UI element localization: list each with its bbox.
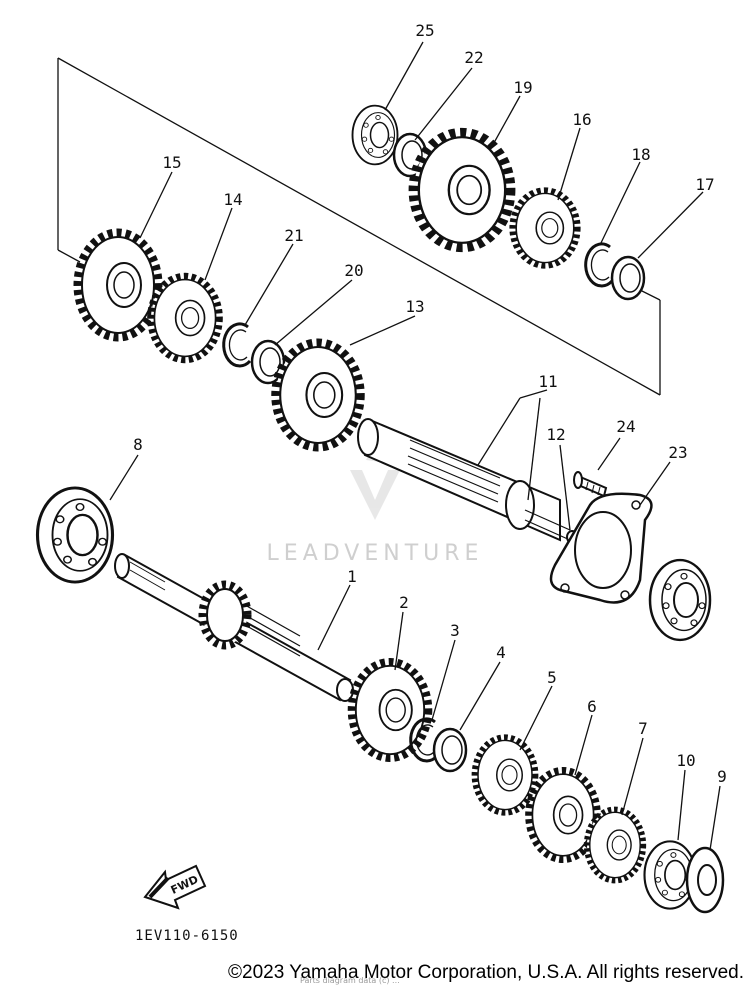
diagram-part-code: 1EV110-6150 <box>135 928 239 944</box>
part-17-washer <box>610 255 646 301</box>
assembly-bracket-lines <box>57 57 661 396</box>
copyright-notice: ©2023 Yamaha Motor Corporation, U.S.A. A… <box>0 962 750 984</box>
callout-3: 3 <box>450 621 460 640</box>
callout-16: 16 <box>572 110 591 129</box>
callout-22: 22 <box>464 48 483 67</box>
callout-6: 6 <box>587 697 597 716</box>
callout-10: 10 <box>676 751 695 770</box>
part-8-bearing <box>35 486 115 584</box>
part-18-clip <box>584 242 614 288</box>
callout-20: 20 <box>344 261 363 280</box>
fwd-arrow-icon <box>143 864 207 910</box>
callout-17: 17 <box>695 175 714 194</box>
callout-23: 23 <box>668 443 687 462</box>
part-23-bearing-retainer <box>549 492 653 604</box>
part-21-clip <box>222 322 252 368</box>
part-1-main-axle <box>114 553 354 702</box>
callout-25: 25 <box>415 21 434 40</box>
callout-4: 4 <box>496 643 506 662</box>
callout-21: 21 <box>284 226 303 245</box>
callout-5: 5 <box>547 668 557 687</box>
part-7-gear <box>587 810 643 881</box>
callout-14: 14 <box>223 190 242 209</box>
callout-8: 8 <box>133 435 143 454</box>
part-14-gear <box>151 276 219 359</box>
callout-15: 15 <box>162 153 181 172</box>
watermark-text: LEADVENTURE <box>267 541 484 566</box>
callout-1: 1 <box>347 567 357 586</box>
part-15-gear <box>78 233 158 337</box>
part-24-bolt <box>573 471 608 498</box>
copyright-text: ©2023 Yamaha Motor Corporation, U.S.A. A… <box>228 962 744 983</box>
part-16-gear <box>513 191 577 266</box>
callout-7: 7 <box>638 719 648 738</box>
part-25-bearing <box>351 104 399 166</box>
part-11-drive-axle <box>357 418 571 542</box>
part-6-gear <box>529 771 597 859</box>
part-9-seal <box>685 846 725 914</box>
leader-lines <box>109 41 721 851</box>
callout-11: 11 <box>538 372 557 391</box>
callout-2: 2 <box>399 593 409 612</box>
callout-12: 12 <box>546 425 565 444</box>
part-19-gear <box>414 133 510 247</box>
callout-18: 18 <box>631 145 650 164</box>
callout-19: 19 <box>513 78 532 97</box>
callout-13: 13 <box>405 297 424 316</box>
part-right-bearing <box>648 558 712 642</box>
part-5-gear <box>475 738 535 813</box>
callout-9: 9 <box>717 767 727 786</box>
part-4-washer <box>432 727 468 773</box>
part-13-gear <box>276 343 360 447</box>
callout-24: 24 <box>616 417 635 436</box>
faint-source-text: Parts diagram data (c) ... <box>300 976 400 985</box>
